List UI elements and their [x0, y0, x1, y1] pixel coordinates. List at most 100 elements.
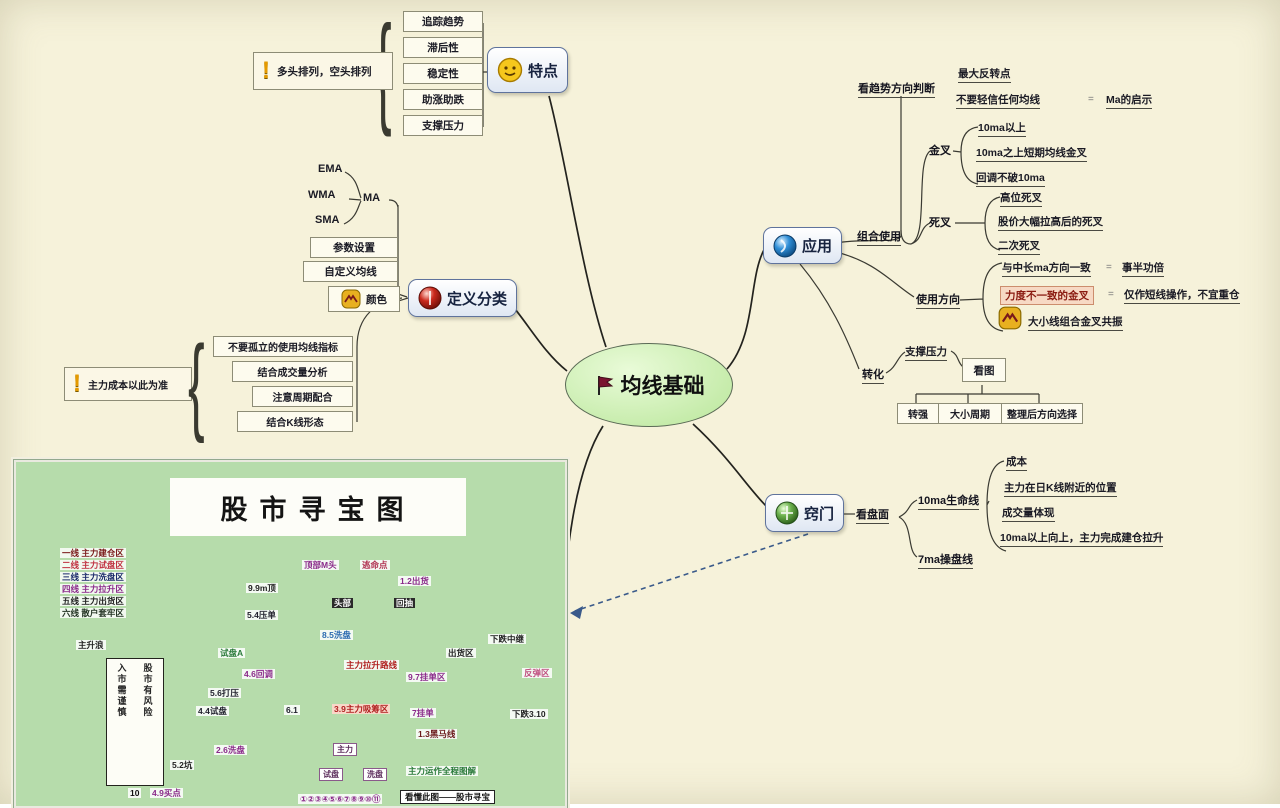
jincha-item[interactable]: 10ma之上短期均线金叉: [976, 145, 1087, 162]
topic-yingyong[interactable]: 应用: [763, 227, 843, 264]
topic-yingyong-label: 应用: [802, 238, 833, 255]
tedian-item[interactable]: 助涨助跌: [403, 89, 483, 110]
legend-line: 二线 主力试盘区: [60, 560, 126, 570]
zhuanhua-box[interactable]: 看图: [962, 358, 1006, 382]
topic-dingyi-label: 定义分类: [447, 290, 508, 308]
ellipse-box: 主力: [333, 743, 357, 756]
sicha-label[interactable]: 死叉: [929, 217, 951, 229]
map-vertical-textbox: 股市有风险 入市需谨慎: [106, 658, 164, 786]
exclamation-icon: !: [262, 57, 270, 84]
zhuanhua-child[interactable]: 整理后方向选择: [1001, 403, 1083, 424]
equals-sign: =: [1108, 289, 1114, 300]
equals-sign: =: [1088, 94, 1094, 105]
map-title: 股市寻宝图: [170, 478, 466, 536]
tedian-item[interactable]: 支撑压力: [403, 115, 483, 136]
jincha-item[interactable]: 10ma以上: [978, 120, 1026, 137]
map-chip: 下跌中继: [488, 634, 527, 644]
map-chip: 4.9买点: [150, 788, 183, 798]
map-chip: 6.1: [284, 705, 300, 715]
legend-line: 五线 主力出货区: [60, 596, 126, 606]
topic-dingyi[interactable]: 定义分类: [408, 279, 518, 317]
branch-zuhe[interactable]: 组合使用: [857, 228, 901, 246]
topic-qiaomen-label: 窍门: [804, 505, 835, 523]
sicha-item[interactable]: 二次死叉: [998, 238, 1040, 255]
legend-line: 三线 主力洗盘区: [60, 572, 126, 582]
dingyi-note-item[interactable]: 结合成交量分析: [232, 361, 353, 382]
map-chip: 出货区: [446, 648, 476, 658]
topic-qiaomen[interactable]: 窍门: [765, 494, 845, 532]
branch-zhuanhua[interactable]: 转化: [862, 366, 884, 384]
jincha-label[interactable]: 金叉: [929, 145, 951, 157]
zhuanhua-child[interactable]: 大小周期: [938, 403, 1002, 424]
central-topic[interactable]: 均线基础: [565, 343, 733, 427]
zhuanhua-top[interactable]: 支撑压力: [905, 344, 947, 361]
ellipse-box: 试盘: [319, 768, 343, 781]
map-chip: 回抽: [394, 598, 416, 608]
dingyi-color-item[interactable]: 颜色: [328, 286, 400, 312]
line1-item[interactable]: 主力在日K线附近的位置: [1004, 480, 1117, 497]
legend-line: 六线 散户套牢区: [60, 608, 126, 618]
dingyi-note-item[interactable]: 不要孤立的使用均线指标: [213, 336, 353, 357]
blue-sphere-icon: [773, 234, 797, 257]
map-chip: 下跌3.10: [510, 709, 548, 719]
sicha-item[interactable]: 高位死叉: [1000, 190, 1042, 207]
smiley-icon: [497, 57, 523, 83]
sicha-item[interactable]: 股价大幅拉高后的死叉: [998, 214, 1103, 231]
dingyi-note-item[interactable]: 结合K线形态: [237, 411, 353, 432]
dingyi-item[interactable]: 参数设置: [310, 237, 398, 258]
branch-fangxiang[interactable]: 使用方向: [916, 291, 960, 309]
legend-line: 一线 主力建仓区: [60, 548, 126, 558]
map-chip: 主力运作全程图解: [406, 766, 479, 776]
tedian-note[interactable]: ! 多头排列，空头排列: [253, 52, 393, 90]
map-chip: 顶部M头: [302, 560, 339, 570]
map-chip: 4.4试盘: [196, 706, 229, 716]
map-chip: 10: [128, 788, 142, 798]
qushi-item[interactable]: 最大反转点: [958, 66, 1011, 83]
map-label-zhushenglang: 主升浪: [76, 640, 106, 650]
fangxiang-item[interactable]: 事半功倍: [1122, 260, 1164, 277]
fangxiang-item[interactable]: 与中长ma方向一致: [1002, 260, 1091, 277]
dingyi-item[interactable]: 自定义均线: [303, 261, 398, 282]
jincha-item[interactable]: 回调不破10ma: [976, 170, 1045, 187]
fangxiang-item[interactable]: 大小线组合金叉共振: [1028, 314, 1123, 331]
map-chip: 逃命点: [360, 560, 390, 570]
legend-line: 四线 主力拉升区: [60, 584, 126, 594]
ma-type[interactable]: EMA: [318, 163, 343, 175]
branch-qushi[interactable]: 看趋势方向判断: [858, 80, 935, 98]
qiaomen-line2[interactable]: 7ma操盘线: [918, 551, 974, 569]
fangxiang-item-highlight[interactable]: 力度不一致的金叉: [1000, 286, 1094, 305]
green-sphere-icon: [775, 501, 799, 525]
zhuanhua-child[interactable]: 转强: [897, 403, 939, 424]
dingyi-color-label: 颜色: [366, 293, 387, 306]
map-chip: ①②③④⑤⑥⑦⑧⑨⑩⑪: [298, 794, 383, 804]
ma-type[interactable]: SMA: [315, 214, 340, 226]
ma-label[interactable]: MA: [363, 192, 381, 204]
qushi-note[interactable]: Ma的启示: [1106, 92, 1153, 109]
ma-type[interactable]: WMA: [308, 189, 336, 201]
exclamation-icon: !: [73, 370, 81, 397]
vbox-right-text: 股市有风险: [142, 663, 153, 718]
line1-item[interactable]: 成交量体现: [1002, 505, 1055, 522]
tedian-note-label: 多头排列，空头排列: [277, 65, 372, 78]
fangxiang-item[interactable]: 仅作短线操作，不宜重仓: [1124, 287, 1240, 304]
qushi-item[interactable]: 不要轻信任何均线: [956, 92, 1040, 109]
map-chip: 试盘A: [218, 648, 246, 658]
vbox-left-text: 入市需谨慎: [116, 663, 127, 718]
tedian-item[interactable]: 滞后性: [403, 37, 483, 58]
dingyi-note-item[interactable]: 注意周期配合: [252, 386, 353, 407]
topic-tedian[interactable]: 特点: [487, 47, 569, 93]
dingyi-note[interactable]: ! 主力成本以此为准: [64, 367, 192, 401]
qiaomen-line1[interactable]: 10ma生命线: [918, 492, 980, 510]
line1-item[interactable]: 10ma以上向上，主力完成建仓拉升: [1000, 530, 1164, 547]
gold-emblem-icon: [341, 289, 361, 309]
qiaomen-sub[interactable]: 看盘面: [856, 506, 889, 524]
map-chip: 头部: [332, 598, 354, 608]
central-topic-label: 均线基础: [620, 375, 705, 398]
tedian-item[interactable]: 稳定性: [403, 63, 483, 84]
line1-item[interactable]: 成本: [1006, 454, 1027, 471]
tedian-item[interactable]: 追踪趋势: [403, 11, 483, 32]
map-chip: 主力拉升路线: [344, 660, 400, 670]
map-chip: 5.6打压: [208, 688, 241, 698]
treasure-map-panel: 股市寻宝图 一线 主力建仓区二线 主力试盘区三线 主力洗盘区四线 主力拉升区五线…: [13, 459, 568, 808]
